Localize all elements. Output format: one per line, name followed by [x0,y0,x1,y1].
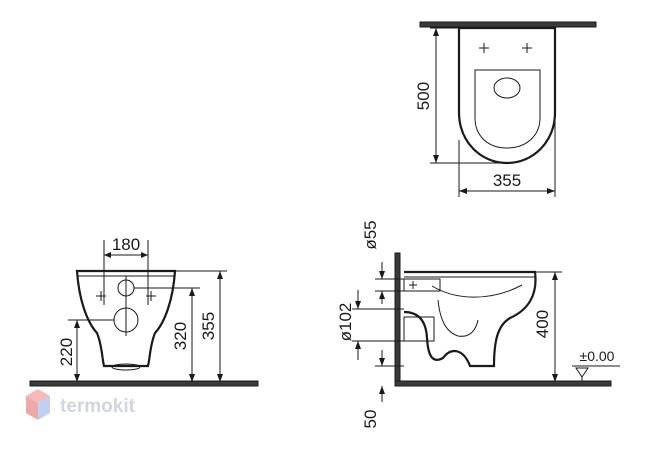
dim-side-pipe: ø55 [361,220,404,304]
top-view-wall [419,21,597,28]
side-view-floor [394,380,612,387]
watermark: termokit [26,389,136,420]
side-view-bowl-outline [403,270,537,368]
top-view-rim-hole [493,77,521,99]
side-view: ø55 ø102 400 ±0.00 [336,220,620,428]
dim-front-lower-hole: 220 [57,319,114,382]
dim-side-height-label: 400 [533,310,552,338]
dim-front-lower-hole-label: 220 [57,338,76,366]
floor-level-label: ±0.00 [580,348,615,364]
front-view-floor [29,380,259,387]
dim-side-outlet: ø102 [336,290,404,360]
watermark-logo-icon [26,389,50,420]
dim-side-pipe-label: ø55 [361,220,380,249]
dim-front-height: 355 [175,270,227,382]
watermark-text: termokit [60,396,136,417]
top-view-seat-opening [474,69,541,149]
dim-front-upper-hole-label: 320 [171,322,190,350]
side-view-wall [394,252,401,384]
top-view-bowl-outline [457,26,557,165]
dim-side-floor-offset: 50 [361,350,404,428]
side-view-inlet-pipe [403,278,441,292]
front-view: 180 220 320 355 [29,235,259,387]
front-view-base [111,363,141,371]
side-view-outlet-pipe [403,316,435,342]
side-view-bowl-inner [431,284,523,298]
dim-front-hole-spacing-label: 180 [112,235,140,254]
side-view-trap [437,299,479,337]
floor-level-marker: ±0.00 [572,348,620,381]
dim-side-height: 400 [533,271,562,382]
top-view: 500 355 [414,21,597,197]
fixing-mark-left-icon [479,43,489,53]
dim-top-width-label: 355 [493,171,521,190]
dim-side-floor-offset-label: 50 [361,410,380,429]
fixing-mark-right-icon [522,43,532,53]
dim-top-depth: 500 [414,27,505,164]
dim-top-depth-label: 500 [414,82,433,110]
dim-front-height-label: 355 [199,312,218,340]
dim-front-hole-spacing: 180 [104,235,148,258]
dim-side-outlet-label: ø102 [336,303,355,342]
dim-front-upper-hole: 320 [134,287,200,382]
dim-top-width: 355 [458,112,556,197]
